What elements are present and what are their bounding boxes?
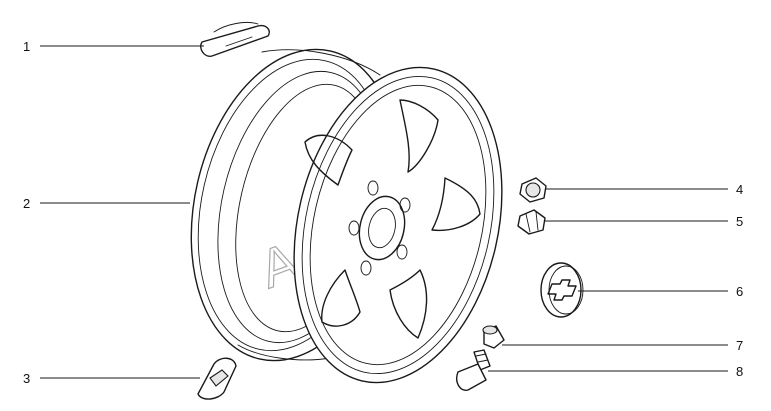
wheel-weight-bottom (197, 357, 237, 400)
tire-valve (456, 349, 491, 391)
valve-cap (482, 325, 505, 349)
wheel-face (293, 66, 503, 384)
callout-6: 6 (736, 284, 743, 299)
callout-labels: 1 2 3 4 5 6 7 8 (23, 39, 743, 386)
center-cap (540, 262, 584, 318)
wheel-nut-4 (519, 177, 547, 203)
wheel-nut-5 (517, 209, 546, 235)
callout-3: 3 (23, 371, 30, 386)
callout-1: 1 (23, 39, 30, 54)
callout-2: 2 (23, 196, 30, 211)
callout-4: 4 (736, 182, 743, 197)
callout-5: 5 (736, 214, 743, 229)
wheel-weight-top (200, 21, 270, 57)
callout-7: 7 (736, 338, 743, 353)
callout-8: 8 (736, 364, 743, 379)
leader-lines (40, 45, 728, 379)
